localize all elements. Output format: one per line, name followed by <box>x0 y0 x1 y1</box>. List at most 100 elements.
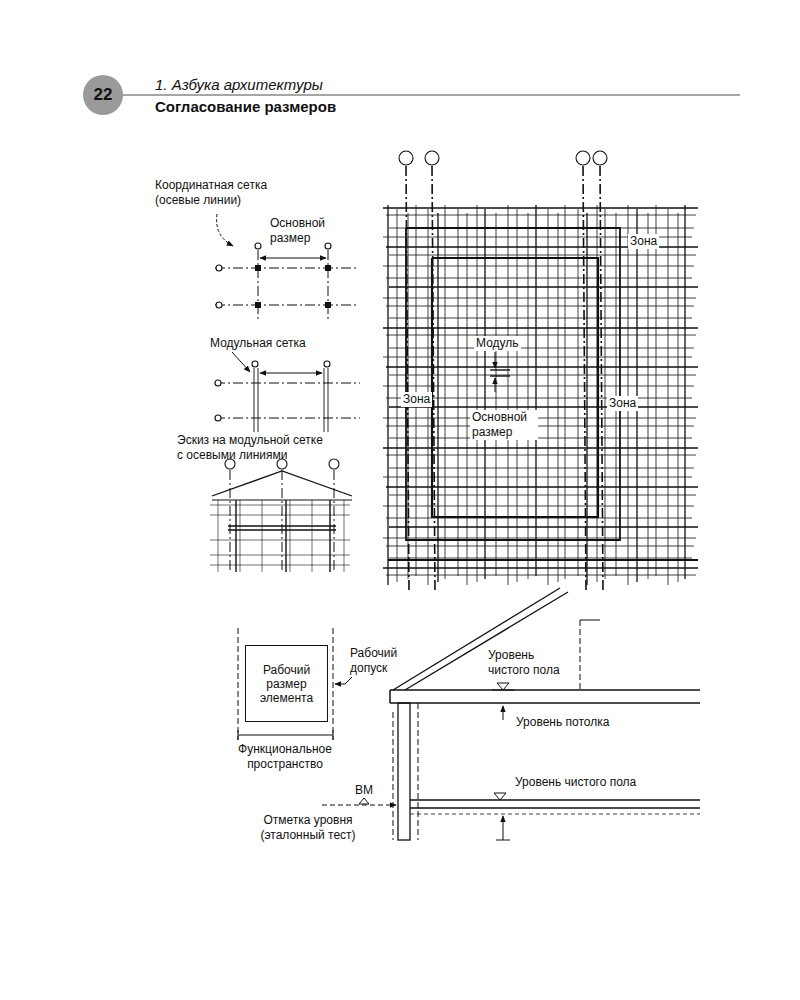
axis-marker <box>593 151 607 165</box>
annotation-label: Основной размер <box>470 410 538 440</box>
module-line <box>328 368 329 432</box>
axis-line <box>583 166 586 592</box>
grid-line <box>389 286 698 287</box>
wall-line <box>393 712 394 840</box>
page-number-badge: 22 <box>83 75 123 115</box>
grid-line <box>684 205 685 579</box>
grid-line <box>383 538 696 539</box>
level-line <box>496 840 510 841</box>
module-line <box>262 500 263 572</box>
grid-line <box>477 205 478 582</box>
module-line <box>254 368 255 432</box>
annotation-label: Уровень чистого пола <box>515 775 636 790</box>
wall-line <box>235 500 236 572</box>
annotation-label: Модуль <box>474 336 521 351</box>
annotation-label: Зона <box>628 234 659 249</box>
module-line <box>210 505 350 506</box>
axis-marker <box>255 243 261 249</box>
grid-line <box>565 205 566 579</box>
grid-line <box>383 447 698 448</box>
grid-line <box>616 213 617 576</box>
annotation-label: Рабочий допуск <box>350 646 410 676</box>
grid-line <box>467 213 468 585</box>
axis-marker <box>215 380 221 386</box>
axis-marker <box>329 459 339 469</box>
axis-line <box>258 250 259 322</box>
grid-line <box>389 255 696 256</box>
grid-line <box>383 327 698 328</box>
floor-line <box>410 814 700 815</box>
annotation-label: Зона <box>607 396 638 411</box>
annotation-label: Уровень потолка <box>516 715 609 730</box>
axis-marker <box>252 361 258 367</box>
header-rule <box>122 94 740 96</box>
dimension-line <box>495 378 496 392</box>
module-line <box>210 540 350 541</box>
eave-line <box>212 499 352 500</box>
axis-line <box>282 470 283 572</box>
axis-marker <box>399 151 413 165</box>
grid-node <box>325 265 331 271</box>
wall-line <box>285 500 286 572</box>
grid-line <box>605 209 606 579</box>
bracket-line <box>333 730 334 740</box>
axis-line <box>334 470 335 572</box>
axis-line <box>230 470 231 572</box>
grid-line <box>535 205 536 576</box>
grid-line <box>397 209 398 582</box>
grid-line <box>578 209 579 576</box>
grid-line <box>586 213 587 585</box>
floor-line <box>410 807 700 809</box>
bracket-line <box>238 735 333 736</box>
axis-marker <box>215 415 221 421</box>
benchmark-arrow <box>322 805 396 806</box>
axis-marker <box>576 151 590 165</box>
floor-line <box>228 529 336 530</box>
floor-line <box>410 799 700 801</box>
grid-line <box>383 266 694 267</box>
grid-line <box>668 209 669 585</box>
level-mark <box>494 793 506 800</box>
grid-line <box>386 575 696 576</box>
grid-line <box>389 348 694 349</box>
level-mark <box>497 683 509 690</box>
module-line <box>210 555 350 556</box>
annotation-label: Основной размер <box>270 216 334 246</box>
grid-line <box>389 406 698 407</box>
space-line <box>333 628 334 740</box>
module-line <box>290 500 291 572</box>
grid-line <box>386 546 694 547</box>
grid-line <box>383 357 692 358</box>
grid-line <box>388 559 698 561</box>
bracket-line <box>238 730 239 740</box>
page-title: Согласование размеров <box>155 98 336 116</box>
annotation-label: BM <box>355 783 373 798</box>
grid-line <box>517 209 518 582</box>
node-text: Рабочий размер элемента <box>249 663 324 705</box>
node-text: 22 <box>94 88 113 102</box>
grid-line <box>389 375 696 376</box>
grid-line <box>383 477 692 478</box>
column <box>398 703 410 840</box>
module-line <box>324 368 325 432</box>
grid-line <box>383 567 698 568</box>
wall-line <box>329 500 330 572</box>
module-line <box>210 565 350 566</box>
grid-line <box>496 213 497 576</box>
tolerance-arrow <box>335 684 345 685</box>
slab-line <box>390 689 700 691</box>
grid-line <box>383 418 696 419</box>
dimension-line <box>260 373 322 374</box>
grid-line <box>383 298 696 299</box>
grid-line <box>648 213 649 579</box>
zone-frame <box>406 228 620 540</box>
grid-line <box>484 209 485 579</box>
grid-node <box>255 265 261 271</box>
basic-size-frame <box>432 258 598 517</box>
grid-line <box>416 205 417 576</box>
module-line <box>240 500 241 572</box>
leader-arrow <box>232 352 250 372</box>
wall-line <box>580 620 581 690</box>
